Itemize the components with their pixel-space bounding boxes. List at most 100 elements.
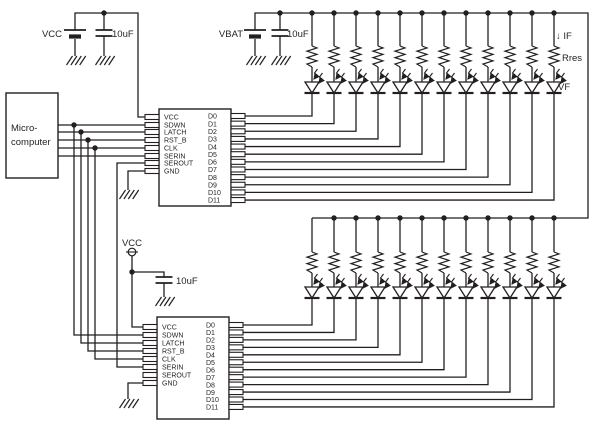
ground-icon <box>250 55 258 66</box>
driver-ic-2-pin-stub-rst_b <box>142 347 158 355</box>
driver-ic-1-pin-stub-d11 <box>230 196 246 204</box>
resistor-icon <box>415 251 429 274</box>
led-icon <box>325 81 343 95</box>
ground-icon <box>155 296 162 307</box>
driver-ic-1-pin-stub-sdwn <box>144 121 160 129</box>
driver-ic-2-pin-stub-d7 <box>228 374 244 381</box>
junction-dot <box>129 269 135 275</box>
junction-dot <box>85 137 91 143</box>
light-arrow-icon <box>357 273 364 285</box>
light-arrow-icon <box>313 273 320 285</box>
light-arrow-icon <box>362 277 369 289</box>
driver-ic-1-pin-stub-d7 <box>230 166 246 173</box>
driver-ic-1-pin-stub-clk <box>144 144 160 152</box>
junction-dot <box>78 129 84 135</box>
led-icon <box>545 81 563 95</box>
driver-ic-2-pin-label-d10: D10 <box>206 397 219 404</box>
resistor-icon <box>327 45 341 68</box>
ground-icon <box>127 189 135 200</box>
if-current-label: ↓ IF <box>556 31 572 42</box>
led-icon <box>479 81 497 95</box>
light-arrow-icon <box>472 72 479 84</box>
led-cathode-route <box>243 298 401 356</box>
light-arrow-icon <box>318 72 325 84</box>
resistor-icon <box>393 45 407 68</box>
junction-dot <box>71 122 77 128</box>
ground-icon <box>159 296 167 307</box>
vcc-top-label: VCC <box>42 29 62 40</box>
driver-ic-2-pin-label-clk: CLK <box>162 357 176 364</box>
resistor-icon <box>481 251 495 274</box>
driver-ic-2-pin-label-d1: D1 <box>206 330 215 337</box>
driver-ic-1-pin-stub-d2 <box>230 128 246 135</box>
led-cathode-route <box>243 298 357 341</box>
light-arrow-icon <box>428 277 435 289</box>
led-cathode-route <box>243 298 423 363</box>
led-icon <box>523 81 541 95</box>
driver-ic-1-pin-stub-gnd <box>144 167 160 175</box>
driver-ic-1-pin-label-d5: D5 <box>208 152 217 159</box>
led-cathode-route <box>245 93 511 186</box>
driver-ic-2-pin-label-d2: D2 <box>206 338 215 345</box>
driver-ic-1-pin-label-latch: LATCH <box>164 130 186 137</box>
light-arrow-icon <box>472 277 479 289</box>
schematic-drawing: VCCSDWNLATCHRST_BCLKSERINSEROUTGNDD0D1D2… <box>58 10 589 420</box>
resistor-icon <box>525 251 539 274</box>
vcc-top-net <box>74 12 145 118</box>
driver-ic-1-box <box>158 108 232 207</box>
light-arrow-icon <box>489 68 496 80</box>
led-cathode-route <box>245 93 357 132</box>
led-cathode-route <box>243 298 445 371</box>
light-arrow-icon <box>357 68 364 80</box>
light-arrow-icon <box>538 277 545 289</box>
light-arrow-icon <box>401 68 408 80</box>
ground-icon <box>132 189 140 200</box>
ground-icon <box>95 55 102 66</box>
light-arrow-icon <box>511 68 518 80</box>
wire <box>132 271 165 277</box>
ground-icon <box>132 398 140 409</box>
resistor-icon <box>503 251 517 274</box>
ground-icon <box>127 398 135 409</box>
led-icon <box>457 81 475 95</box>
ground-icon <box>108 55 116 66</box>
microcomputer-box <box>5 92 59 179</box>
light-arrow-icon <box>445 273 452 285</box>
light-arrow-icon <box>423 68 430 80</box>
resistor-icon <box>547 251 561 274</box>
light-arrow-icon <box>318 277 325 289</box>
light-arrow-icon <box>494 277 501 289</box>
led-icon <box>303 286 321 300</box>
resistor-icon <box>525 45 539 68</box>
driver-ic-1-pin-stub-latch <box>144 128 160 136</box>
driver-ic-2-pin-stub-serin <box>142 363 158 371</box>
gnd-wire <box>127 170 145 190</box>
driver-ic-1-pin-label-d6: D6 <box>208 160 217 167</box>
ground-icon <box>123 398 131 409</box>
led-cathode-route <box>245 93 555 201</box>
driver-ic-2-pin-stub-serout <box>142 371 158 379</box>
ground-icon <box>271 55 278 66</box>
led-icon <box>435 81 453 95</box>
driver-ic-1-pin-stub-d3 <box>230 135 246 142</box>
light-arrow-icon <box>533 68 540 80</box>
driver-ic-1-pin-label-serout: SEROUT <box>164 161 194 168</box>
vf-label: VF <box>558 82 570 93</box>
led-icon <box>545 286 563 300</box>
driver-ic-1-pin-label-clk: CLK <box>164 146 178 153</box>
driver-ic-2-pin-stub-d8 <box>228 381 244 388</box>
driver-ic-2-pin-label-sdwn: SDWN <box>162 333 183 340</box>
driver-ic-2-pin-stub-d6 <box>228 366 244 373</box>
light-arrow-icon <box>384 72 391 84</box>
driver-ic-2-pin-stub-d9 <box>228 388 244 396</box>
junction-dot <box>101 10 107 16</box>
light-arrow-icon <box>313 68 320 80</box>
led-icon <box>391 286 409 300</box>
driver-ic-2-pin-stub-latch <box>142 339 158 347</box>
driver-ic-2-pin-label-d6: D6 <box>206 367 215 374</box>
driver-ic-1-pin-stub-rst_b <box>144 136 160 144</box>
led-cathode-route <box>245 93 533 194</box>
ground-icon <box>123 189 131 200</box>
driver-ic-2-pin-label-d5: D5 <box>206 360 215 367</box>
light-arrow-icon <box>450 72 457 84</box>
